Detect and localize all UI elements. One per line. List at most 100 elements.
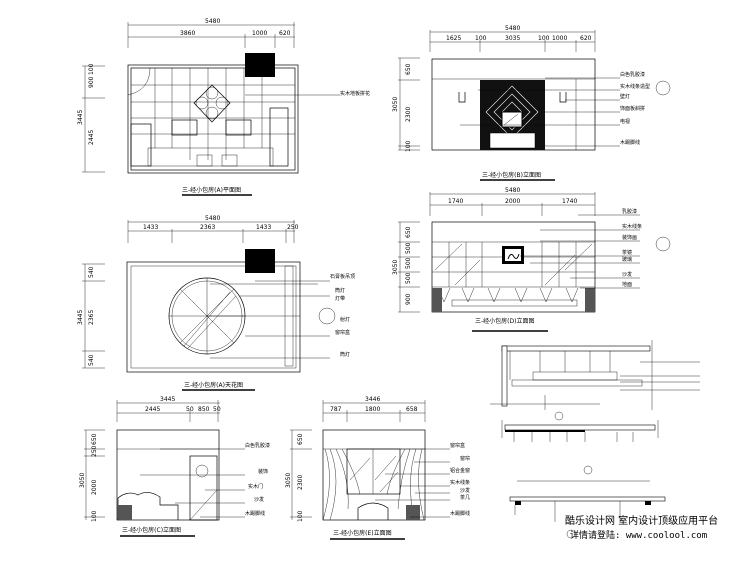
dim-total: 3445: [77, 310, 84, 325]
callout-label: 木踢脚线: [620, 139, 640, 146]
dim: 3035: [505, 35, 520, 42]
callout-label: 沙发: [622, 271, 632, 278]
dim: 658: [406, 406, 418, 413]
detail-symbol: [655, 236, 671, 252]
elevation-c: 3445 2445 50 850 50 3050 650 250 2000 10…: [79, 396, 270, 537]
dim: 787: [330, 406, 342, 413]
drawing-title: 三-经小包房(B)立面图: [482, 171, 541, 179]
dim-total: 3050: [285, 473, 292, 488]
callout-label: 实木线条: [622, 223, 642, 230]
dim: 850: [198, 406, 210, 413]
dim: 1740: [562, 198, 577, 205]
callout-label: 壁灯: [620, 93, 630, 100]
dim: 100: [88, 63, 95, 75]
dim-total: 3050: [392, 260, 399, 275]
dim: 500: [405, 272, 412, 284]
dim: 540: [88, 354, 95, 366]
callout-label: 装饰画: [622, 234, 637, 241]
callout-label: 窗帘: [460, 455, 470, 462]
callout-label: 饰面板斜拼: [620, 105, 645, 112]
dim-total: 5480: [205, 215, 220, 222]
callout-label: 筒灯: [340, 351, 350, 358]
dim: 2445: [88, 130, 95, 145]
callout-label: 木踢脚线: [245, 510, 265, 517]
plan-a: 5480 3860 1000 620 3445 900 100 2445 实木地…: [77, 18, 370, 196]
dim: 100: [475, 35, 487, 42]
dim: 620: [580, 35, 592, 42]
callout-label: 筒灯: [335, 287, 345, 294]
callout-label: 沙发: [254, 496, 264, 503]
dim-total: 3446: [365, 396, 380, 403]
callout-label: 窗帘盒: [450, 442, 465, 449]
callout-label: 实木门: [248, 483, 263, 490]
callout-label: 石膏板吊顶: [330, 273, 355, 280]
dim: 500: [405, 242, 412, 254]
dim: 100: [91, 510, 98, 522]
elevation-e: 3446 787 1800 658 3050 650 2300 100 窗帘盒 …: [285, 396, 470, 540]
callout-label: 白色乳胶漆: [245, 442, 270, 449]
ceiling-plan-a: 5480 1433 2363 1433 250 3445 540 2365 54…: [77, 215, 355, 391]
callout-label: 实木线条造型: [620, 83, 650, 90]
drawing-title: 三-经小包房(C)立面图: [122, 526, 181, 534]
callout-label: 装饰: [258, 468, 268, 475]
dim-total: 3050: [392, 97, 399, 112]
drawing-title: 三-经小包房(E)立面图: [333, 529, 392, 537]
dim: 2363: [200, 224, 215, 231]
dim: 1800: [365, 406, 380, 413]
callout-label: 茶几: [460, 494, 470, 501]
dim: 250: [91, 445, 98, 457]
elevation-b: 5480 1625 100 3035 100 1000 620 3050 650…: [392, 25, 671, 181]
dim-total: 3050: [79, 473, 86, 488]
dim: 650: [91, 433, 98, 445]
dim: 2000: [91, 480, 98, 495]
dim: 650: [405, 63, 412, 75]
dim: 500: [405, 257, 412, 269]
elevation-d: 5480 1740 2000 1740 3050 650 500 500 500…: [392, 187, 671, 332]
dim: 100: [538, 35, 550, 42]
callout-label: 实木地板拼花: [340, 90, 370, 97]
callout-label: 乳胶漆: [622, 208, 637, 215]
dim: 2300: [405, 107, 412, 122]
callout-label: 窗帘盒: [335, 329, 350, 336]
callout-label: 实木线条: [450, 479, 470, 486]
dim-total: 3445: [160, 396, 175, 403]
section-details: [490, 340, 700, 522]
dim: 540: [88, 266, 95, 278]
dim-total: 5480: [505, 25, 520, 32]
dim: 1000: [252, 30, 267, 37]
dim-total: 3445: [77, 110, 84, 125]
dim: 1000: [552, 35, 567, 42]
dim: 620: [279, 30, 291, 37]
callout-label: 灯带: [335, 295, 345, 302]
dim: 1740: [448, 198, 463, 205]
dim-total: 5480: [205, 18, 220, 25]
drawing-title: 三-经小包房(A)平面图: [182, 186, 241, 194]
dim: 250: [287, 224, 299, 231]
dim: 900: [88, 76, 95, 88]
callout-label: 地面: [622, 281, 632, 288]
dim: 900: [405, 293, 412, 305]
callout-label: 白色乳胶漆: [620, 71, 645, 78]
dim: 2300: [297, 475, 304, 490]
detail-symbol: [655, 80, 671, 96]
dim-total: 5480: [505, 187, 520, 194]
dim: 2445: [145, 406, 160, 413]
dim: 650: [297, 433, 304, 445]
drawing-title: 三-经小包房(A)天花图: [184, 381, 243, 389]
callout-label: 沙发: [460, 487, 470, 494]
dim: 1433: [143, 224, 158, 231]
dim: 100: [405, 140, 412, 152]
dim: 1625: [446, 35, 461, 42]
callout-label: 铝合金窗: [450, 467, 470, 474]
callout-label: 茶镜: [622, 249, 632, 256]
dim: 50: [213, 406, 221, 413]
dim: 2000: [505, 198, 520, 205]
dim: 2365: [88, 310, 95, 325]
drawing-title: 三-经小包房(D)立面图: [475, 317, 534, 325]
dim: 3860: [180, 30, 195, 37]
callout-label: 木踢脚线: [450, 510, 470, 517]
dim: 50: [186, 406, 194, 413]
watermark: 酷乐设计网 室内设计顶级应用平台 详情请登陆: www.coolool.com: [565, 514, 718, 541]
watermark-line2: 详情请登陆: www.coolool.com: [570, 529, 707, 541]
